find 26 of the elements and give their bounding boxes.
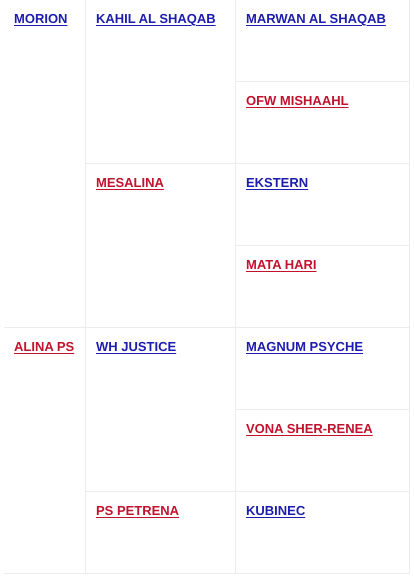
pedigree-cell: [236, 82, 410, 164]
dam-name-link: ALINA PS: [14, 338, 74, 356]
dam-name-link: MATA HARI: [246, 256, 317, 274]
pedigree-cell: [236, 328, 410, 410]
sire-name-link: MARWAN AL SHAQAB: [246, 10, 386, 28]
pedigree-cell: [86, 164, 236, 328]
pedigree-cell: [86, 0, 236, 164]
sire-name-link: MORION: [14, 10, 68, 28]
sire-name-link: KAHIL AL SHAQAB: [96, 10, 216, 28]
dam-name-link: OFW MISHAAHL: [246, 92, 349, 110]
dam-name-link: VONA SHER-RENEA: [246, 420, 373, 438]
pedigree-cell: [236, 164, 410, 246]
pedigree-cell: [236, 492, 410, 574]
dam-name-link: PS PETRENA: [96, 502, 180, 520]
pedigree-cell: [4, 328, 86, 574]
sire-name-link: EKSTERN: [246, 174, 308, 192]
pedigree-cell: [236, 246, 410, 328]
sire-name-link: WH JUSTICE: [96, 338, 176, 356]
sire-name-link: KUBINEC: [246, 502, 306, 520]
pedigree-cell: [86, 492, 236, 574]
pedigree-cell: [86, 328, 236, 492]
pedigree-cell: [4, 0, 86, 328]
sire-name-link: MAGNUM PSYCHE: [246, 338, 364, 356]
pedigree-cell: [236, 0, 410, 82]
pedigree-cell: [236, 410, 410, 492]
dam-name-link: MESALINA: [96, 174, 164, 192]
